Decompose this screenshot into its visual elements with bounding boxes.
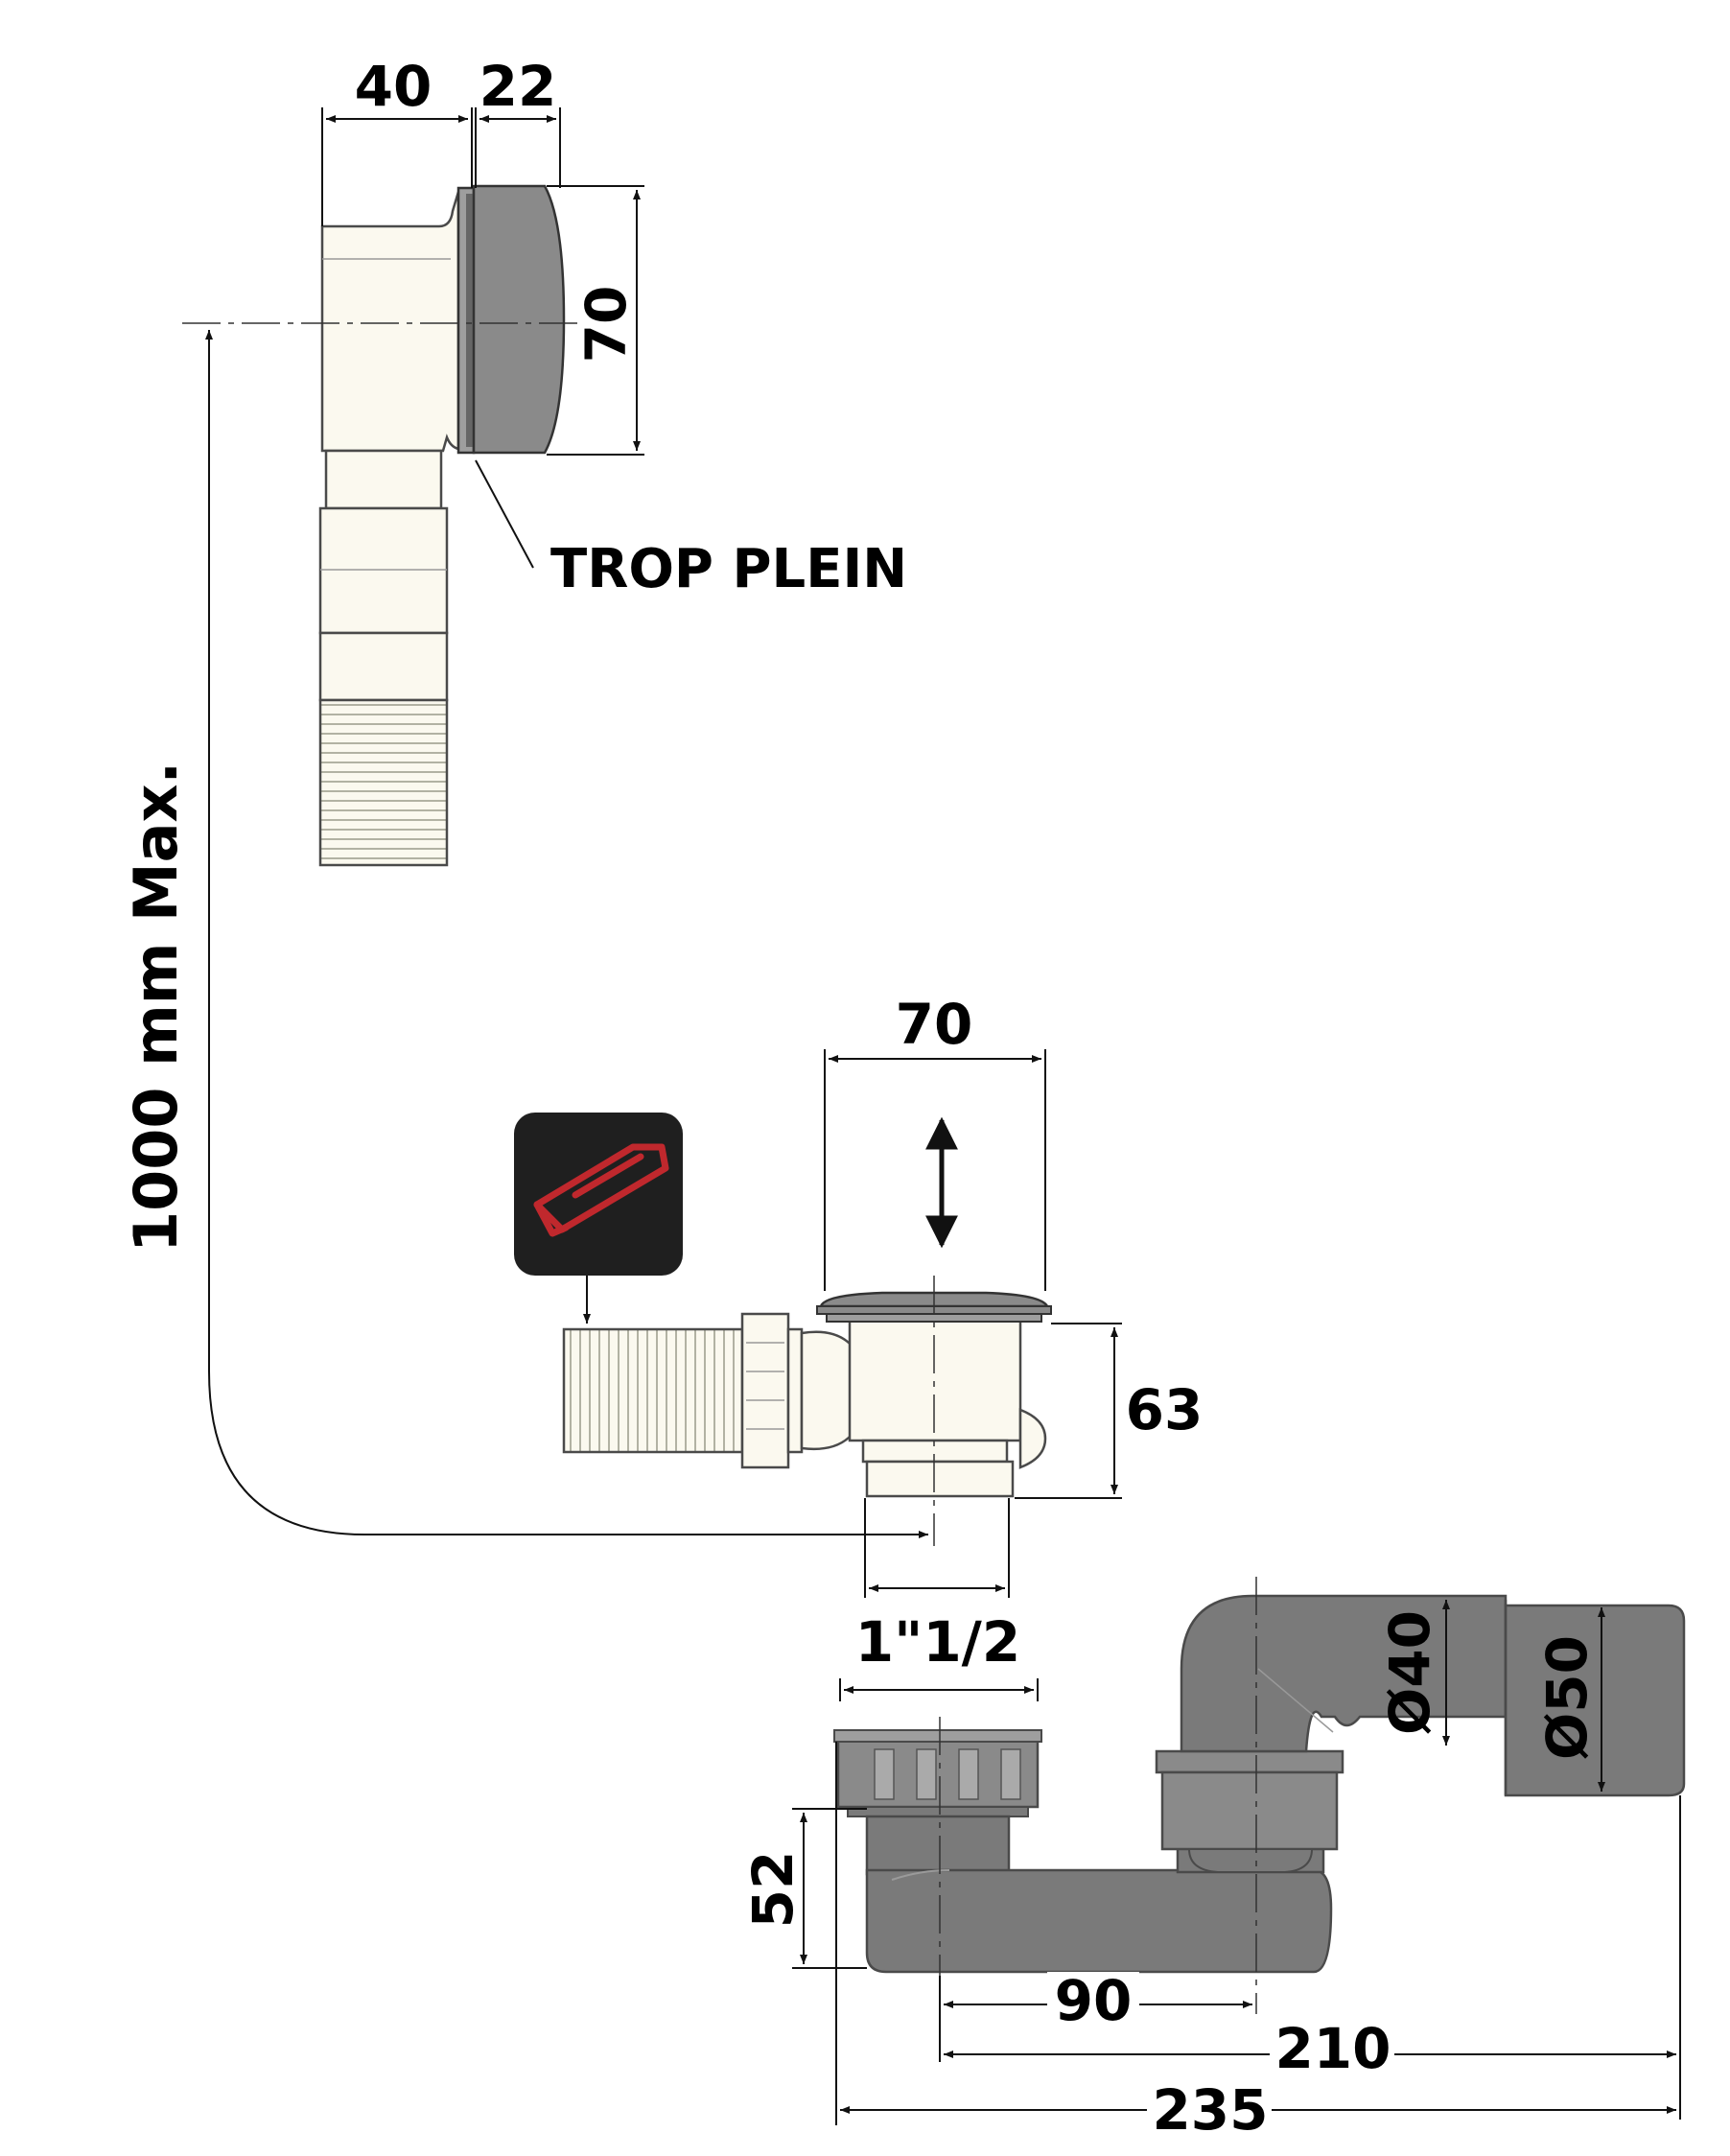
max-length-guide: 1000 mm Max. bbox=[121, 330, 928, 1538]
dim-outlet-diameter: Ø50 bbox=[1534, 1607, 1605, 1792]
svg-text:1000 mm Max.: 1000 mm Max. bbox=[121, 762, 191, 1253]
dim-overflow-height: 70 bbox=[547, 185, 644, 456]
drain-assembly bbox=[562, 1116, 1052, 1546]
svg-text:1"1/2: 1"1/2 bbox=[855, 1609, 1020, 1675]
dim-overflow-cover: 22 bbox=[475, 54, 561, 188]
svg-text:235: 235 bbox=[1152, 2077, 1268, 2143]
dim-trap-offset: 90 bbox=[939, 1968, 1252, 2062]
svg-text:210: 210 bbox=[1274, 2016, 1391, 2081]
svg-text:40: 40 bbox=[355, 54, 432, 119]
svg-text:Ø40: Ø40 bbox=[1377, 1610, 1442, 1735]
overflow-label: TROP PLEIN bbox=[550, 538, 907, 600]
dim-inlet-diameter: Ø40 bbox=[1377, 1600, 1450, 1746]
dim-overflow-depth: 40 bbox=[321, 54, 473, 226]
dim-thread-size: 1"1/2 bbox=[839, 1498, 1039, 1701]
overflow-assembly bbox=[182, 184, 585, 867]
dim-total-length: 235 bbox=[835, 1742, 1676, 2143]
dim-trap-height: 52 bbox=[740, 1808, 867, 1969]
svg-text:22: 22 bbox=[479, 54, 557, 119]
dim-trap-length: 210 bbox=[944, 1795, 1681, 2120]
svg-text:Ø50: Ø50 bbox=[1534, 1635, 1600, 1760]
dim-plug-diameter: 70 bbox=[824, 992, 1046, 1291]
overflow-leader bbox=[475, 459, 534, 569]
hacksaw-icon bbox=[514, 1113, 683, 1324]
trap-assembly bbox=[833, 1577, 1686, 2014]
svg-text:63: 63 bbox=[1126, 1377, 1204, 1442]
svg-text:70: 70 bbox=[896, 992, 973, 1057]
svg-text:90: 90 bbox=[1055, 1968, 1133, 2033]
svg-text:52: 52 bbox=[740, 1851, 806, 1929]
svg-text:70: 70 bbox=[573, 286, 639, 363]
dim-drain-height: 63 bbox=[1015, 1323, 1204, 1499]
